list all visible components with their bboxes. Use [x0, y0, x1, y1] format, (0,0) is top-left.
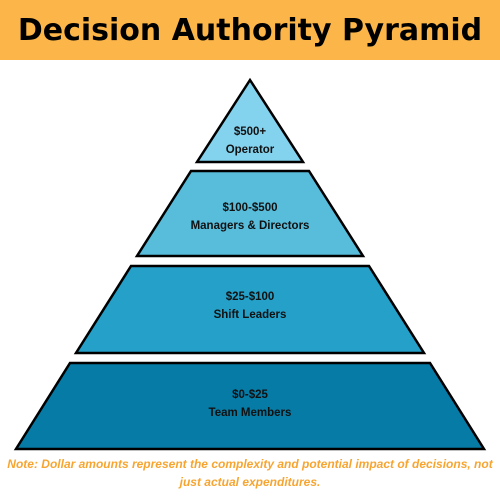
- tier-team-members-role: Team Members: [209, 407, 292, 419]
- tier-managers-directors-role: Managers & Directors: [191, 220, 310, 232]
- tier-shift-leaders: $25-$100 Shift Leaders: [73, 264, 427, 355]
- tier-team-members-shape: [13, 361, 487, 451]
- tier-operator-role: Operator: [226, 144, 275, 156]
- tier-shift-leaders-role: Shift Leaders: [214, 309, 287, 321]
- page-title: Decision Authority Pyramid: [17, 12, 483, 48]
- tier-operator-shape: [194, 77, 306, 164]
- title-banner: Decision Authority Pyramid: [0, 0, 500, 60]
- footnote: Note: Dollar amounts represent the compl…: [7, 457, 493, 489]
- tier-shift-leaders-amount: $25-$100: [226, 291, 275, 303]
- tier-managers-directors: $100-$500 Managers & Directors: [134, 169, 366, 258]
- tier-team-members: $0-$25 Team Members: [13, 361, 487, 451]
- tier-shift-leaders-shape: [73, 264, 427, 355]
- tier-team-members-amount: $0-$25: [232, 389, 268, 401]
- tier-operator-amount: $500+: [234, 126, 267, 138]
- tier-managers-directors-shape: [134, 169, 366, 258]
- tier-managers-directors-amount: $100-$500: [223, 202, 278, 214]
- tier-operator: $500+ Operator: [194, 77, 306, 164]
